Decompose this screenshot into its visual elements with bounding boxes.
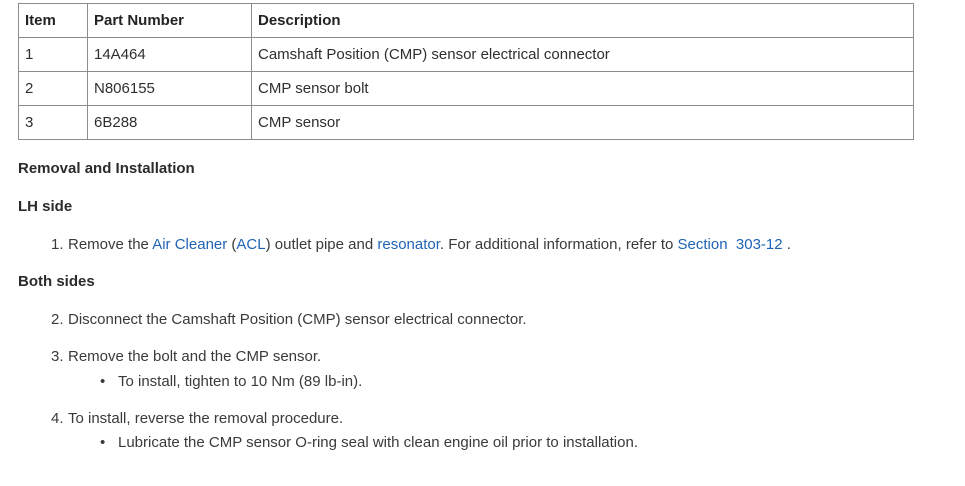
bullet-item-lubricate-oring: • Lubricate the CMP sensor O-ring seal wi… bbox=[100, 433, 638, 453]
step-text-d: . For additional information, refer to bbox=[439, 236, 678, 253]
cell-part-number: 14A464 bbox=[87, 37, 252, 72]
link-air-cleaner[interactable]: Air Cleaner bbox=[152, 236, 228, 253]
step-number: 1. bbox=[51, 236, 64, 253]
step-text: Remove the bolt and the CMP sensor. bbox=[68, 348, 322, 365]
cell-item: 1 bbox=[18, 37, 88, 72]
cell-description: Camshaft Position (CMP) sensor electrica… bbox=[251, 37, 914, 72]
table-row: 2 N806155 CMP sensor bolt bbox=[18, 71, 914, 106]
cell-item: 3 bbox=[18, 105, 88, 140]
step-number: 4. bbox=[51, 410, 64, 427]
step-item-4: 4.To install, reverse the removal proced… bbox=[51, 409, 343, 429]
heading-both-sides: Both sides bbox=[18, 273, 95, 290]
step-text: Disconnect the Camshaft Position (CMP) s… bbox=[68, 311, 527, 328]
step-item-2: 2.Disconnect the Camshaft Position (CMP)… bbox=[51, 310, 527, 330]
table-row: 3 6B288 CMP sensor bbox=[18, 105, 914, 140]
bullet-marker-icon: • bbox=[100, 373, 106, 390]
cell-description: CMP sensor bolt bbox=[251, 71, 914, 106]
table-header-description: Description bbox=[251, 3, 914, 38]
bullet-marker-icon: • bbox=[100, 434, 106, 451]
cell-item: 2 bbox=[18, 71, 88, 106]
table-header-item: Item bbox=[18, 3, 88, 38]
step-text-b: ( bbox=[227, 236, 237, 253]
bullet-text: To install, tighten to 10 Nm (89 lb-in). bbox=[118, 373, 363, 390]
step-text-c: ) outlet pipe and bbox=[265, 236, 378, 253]
step-text: To install, reverse the removal procedur… bbox=[68, 410, 344, 427]
cell-part-number: 6B288 bbox=[87, 105, 252, 140]
link-section-303-12[interactable]: Section 303-12 bbox=[677, 236, 783, 253]
heading-removal-and-installation: Removal and Installation bbox=[18, 160, 195, 177]
bullet-item-torque-spec: • To install, tighten to 10 Nm (89 lb-in)… bbox=[100, 372, 362, 392]
cell-part-number: N806155 bbox=[87, 71, 252, 106]
bullet-text: Lubricate the CMP sensor O-ring seal wit… bbox=[118, 434, 638, 451]
table-row: 1 14A464 Camshaft Position (CMP) sensor … bbox=[18, 37, 914, 72]
link-resonator[interactable]: resonator bbox=[377, 236, 440, 253]
heading-lh-side: LH side bbox=[18, 198, 73, 215]
step-number: 3. bbox=[51, 348, 64, 365]
table-header-row: Item Part Number Description bbox=[18, 3, 914, 38]
table-header-part-number: Part Number bbox=[87, 3, 252, 38]
link-acl[interactable]: ACL bbox=[236, 236, 266, 253]
step-number: 2. bbox=[51, 311, 64, 328]
step-text-e: . bbox=[782, 236, 791, 253]
parts-table: Item Part Number Description 1 14A464 Ca… bbox=[18, 3, 914, 140]
step-text-a: Remove the bbox=[68, 236, 153, 253]
step-item-1: 1.Remove the Air Cleaner (ACL) outlet pi… bbox=[51, 235, 791, 255]
cell-description: CMP sensor bbox=[251, 105, 914, 140]
step-item-3: 3.Remove the bolt and the CMP sensor. bbox=[51, 347, 321, 367]
